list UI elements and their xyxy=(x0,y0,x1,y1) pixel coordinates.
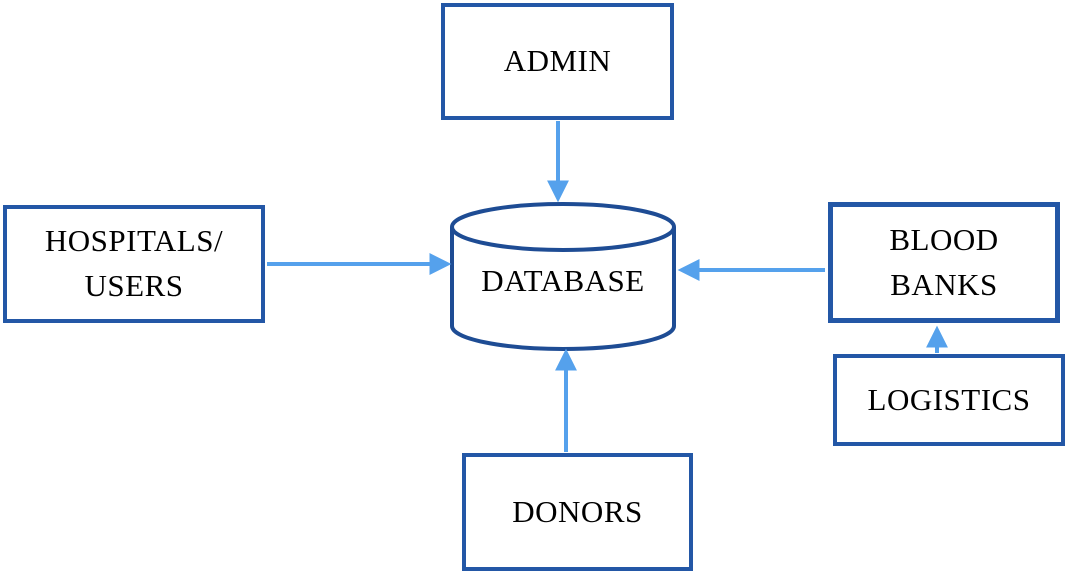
node-hospitals-users: HOSPITALS/ USERS xyxy=(3,205,265,323)
node-admin: ADMIN xyxy=(441,3,674,120)
database-cylinder xyxy=(450,202,676,351)
node-blood-banks: BLOOD BANKS xyxy=(828,202,1060,323)
node-donors: DONORS xyxy=(462,453,693,571)
node-logistics: LOGISTICS xyxy=(833,354,1065,446)
node-database-label: DATABASE xyxy=(481,263,645,298)
